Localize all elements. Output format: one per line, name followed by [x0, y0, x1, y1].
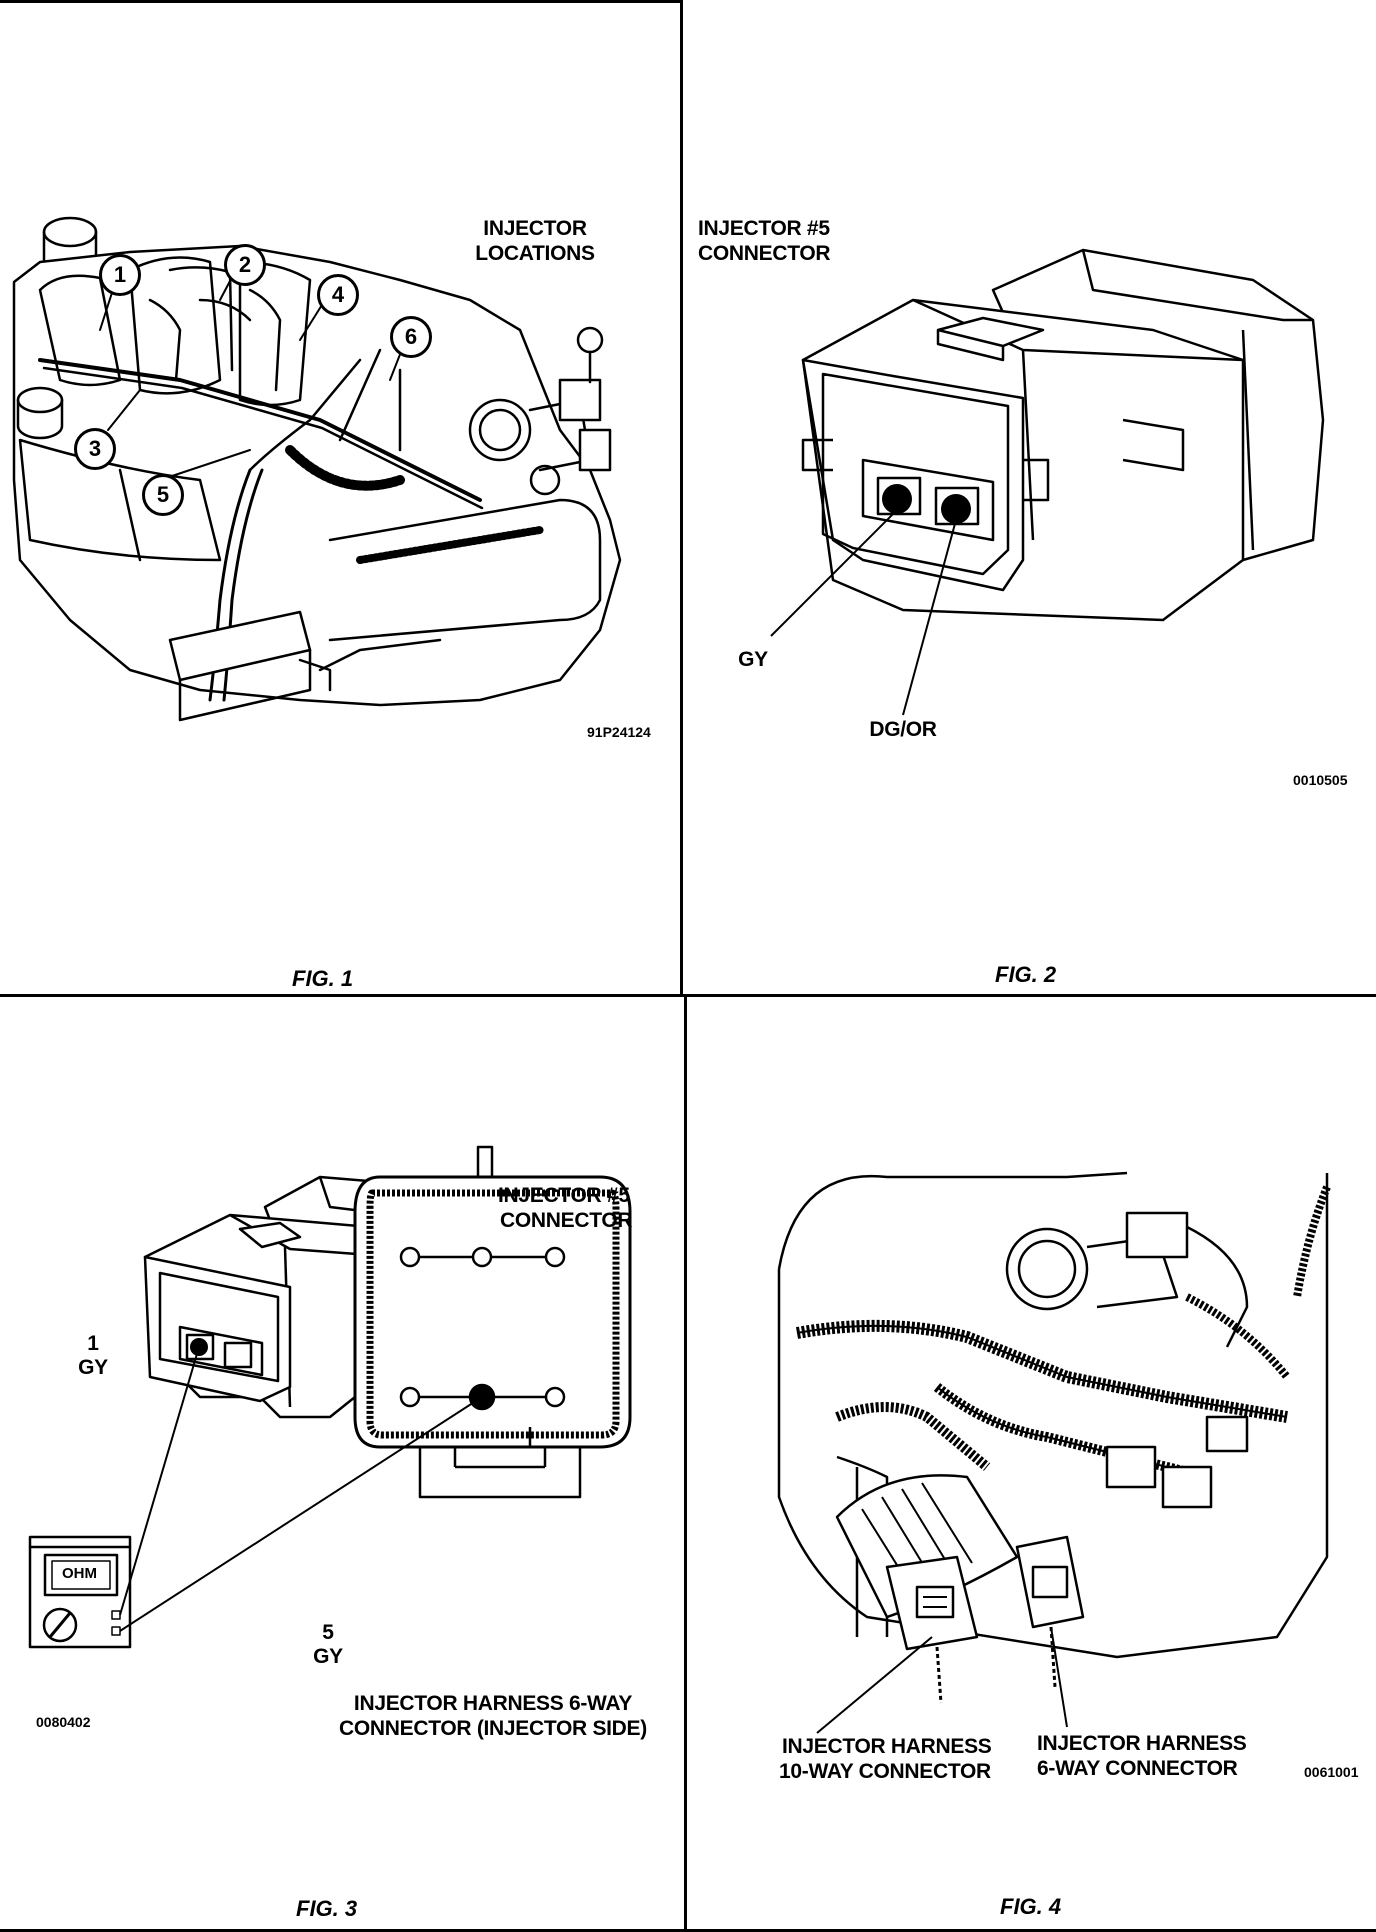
- fig4-caption: FIG. 4: [1000, 1894, 1062, 1919]
- fig1-title-line1: INJECTOR: [483, 217, 587, 240]
- figure-3-panel: OHM INJECTOR #5 CONNECTOR 1 GY 5 GY INJE…: [0, 997, 684, 1929]
- fig2-image-code: 0010505: [1293, 772, 1348, 788]
- vertical-divider-top: [680, 0, 683, 996]
- engine-injector-drawing: [12, 216, 622, 722]
- fig4-10way-line2: 10-WAY CONNECTOR: [779, 1760, 991, 1783]
- fig1-image-code: 91P24124: [587, 724, 651, 740]
- figure-1-panel: 1 2 3 4 5 6 INJECTOR LOCATIONS 91P24124 …: [0, 0, 680, 994]
- injector-connector-drawing: [770, 248, 1325, 716]
- fig3-pin5-number: 5: [322, 1621, 334, 1644]
- injector-callout-1: 1: [99, 254, 141, 296]
- meter-display: OHM: [62, 1565, 97, 1582]
- injector-callout-6: 6: [390, 316, 432, 358]
- harness-connector-photo-drawing: [777, 1171, 1331, 1734]
- injector-callout-5: 5: [142, 474, 184, 516]
- connector-test-drawing: [28, 1145, 632, 1649]
- horizontal-divider: [0, 994, 1376, 997]
- fig4-image-code: 0061001: [1304, 1764, 1359, 1780]
- fig3-pin5-color: GY: [313, 1645, 343, 1668]
- fig3-harness-line2: CONNECTOR (INJECTOR SIDE): [339, 1717, 647, 1740]
- fig2-title-line1: INJECTOR #5: [698, 217, 830, 240]
- fig3-pin1-color: GY: [78, 1356, 108, 1379]
- fig3-harness-line1: INJECTOR HARNESS 6-WAY: [353, 1692, 633, 1715]
- fig3-image-code: 0080402: [36, 1714, 91, 1730]
- fig2-caption: FIG. 2: [995, 962, 1057, 987]
- fig2-wire-gy-label: GY: [738, 648, 768, 671]
- fig3-title-line2: CONNECTOR: [500, 1209, 633, 1232]
- fig1-caption: FIG. 1: [292, 966, 354, 991]
- bottom-border: [0, 1929, 1376, 1932]
- fig4-6way-line1: INJECTOR HARNESS: [1037, 1732, 1247, 1755]
- fig2-title-line2: CONNECTOR: [698, 242, 831, 265]
- fig3-title-line1: INJECTOR #5: [498, 1184, 630, 1207]
- figure-2-panel: INJECTOR #5 CONNECTOR GY DG/OR 0010505 F…: [683, 0, 1376, 994]
- fig3-caption: FIG. 3: [296, 1896, 358, 1921]
- fig4-10way-line1: INJECTOR HARNESS: [782, 1735, 992, 1758]
- fig4-6way-line2: 6-WAY CONNECTOR: [1037, 1757, 1238, 1780]
- fig2-wire-dgor-label: DG/OR: [869, 718, 937, 741]
- fig3-pin1-number: 1: [87, 1332, 99, 1355]
- fig1-title-line2: LOCATIONS: [475, 242, 595, 265]
- figure-4-panel: INJECTOR HARNESS 10-WAY CONNECTOR INJECT…: [687, 997, 1376, 1929]
- injector-callout-4: 4: [317, 274, 359, 316]
- injector-callout-3: 3: [74, 428, 116, 470]
- top-border-left: [0, 0, 682, 3]
- injector-callout-2: 2: [224, 244, 266, 286]
- vertical-divider-bottom: [684, 994, 687, 1932]
